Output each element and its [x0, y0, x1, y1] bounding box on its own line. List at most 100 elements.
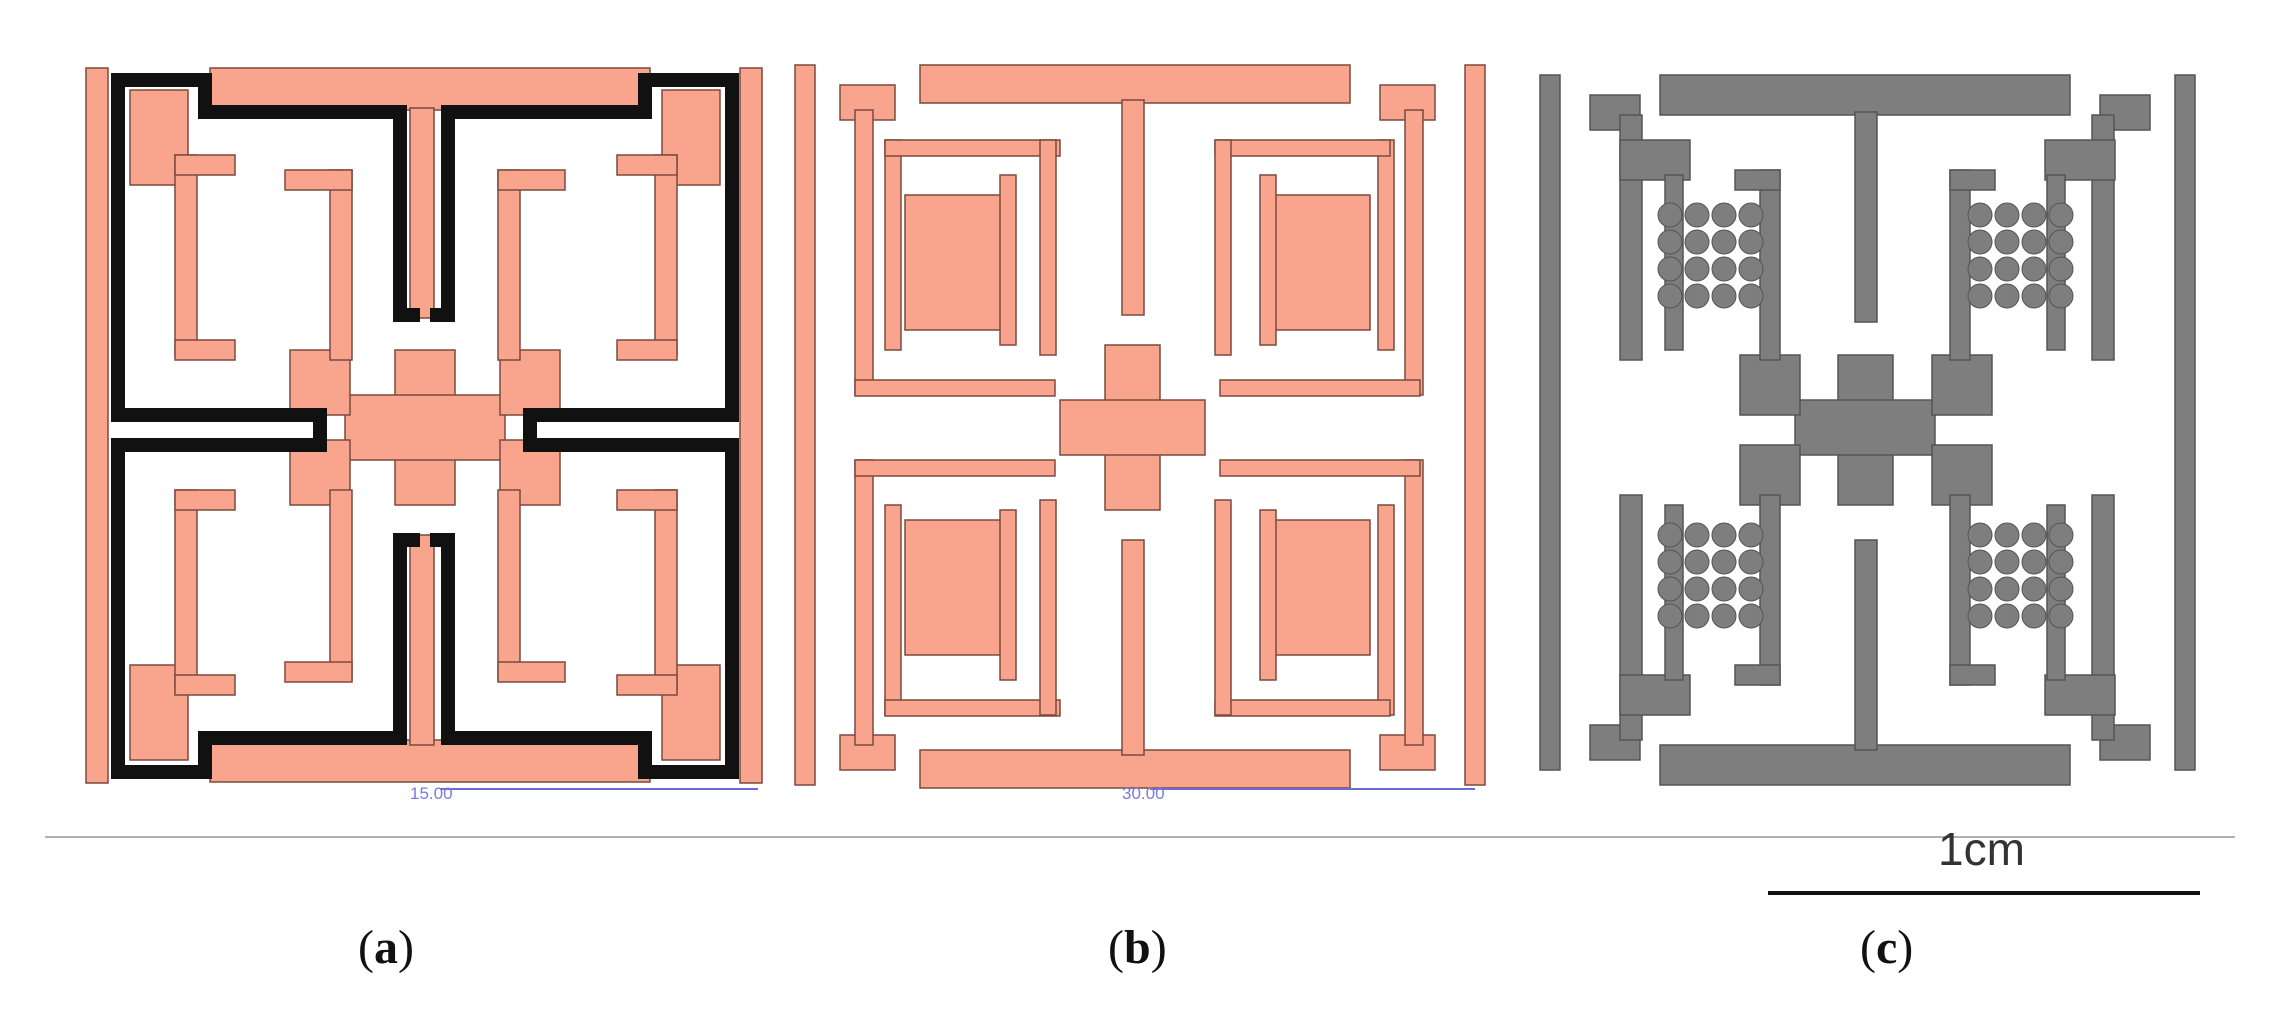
panel-c-cbracket-tl-v — [1759, 169, 1781, 361]
panel-c-dot-br — [2021, 549, 2047, 575]
panel-c-dot-tr — [2048, 256, 2074, 282]
panel-a-bracket-tr-top — [616, 154, 678, 176]
panel-b-inner-tr-v — [1377, 139, 1395, 351]
panel-c-dot-tr — [1967, 283, 1993, 309]
panel-b-bracket-br-v — [1404, 459, 1424, 746]
panel-a-outline-top-left — [111, 73, 420, 435]
panel-c-bracket-tr-h — [2044, 139, 2116, 181]
panel-b-right-bar — [1464, 64, 1486, 786]
panel-b-letter: b — [1123, 921, 1151, 974]
panel-a-bracket-tl-bot — [174, 339, 236, 361]
panel-c-dot-bl — [1657, 603, 1683, 629]
panel-b-center-cross-h — [1059, 399, 1206, 456]
panel-a-bracket-br-top — [616, 489, 678, 511]
panel-a-dimension-label: 15.00 — [410, 784, 453, 803]
panel-c-dot-br — [1994, 522, 2020, 548]
panel-c-dot-tl — [1738, 283, 1764, 309]
panel-a-bracket-tl-top — [174, 154, 236, 176]
panel-c-dot-bl — [1711, 549, 1737, 575]
panel-c-dot-tr — [1994, 202, 2020, 228]
panel-a-bracket-tr-inner — [497, 169, 521, 361]
panel-c-dot-tl — [1684, 202, 1710, 228]
panel-c-dot-bl — [1711, 576, 1737, 602]
panel-c-dot-br — [2021, 603, 2047, 629]
panel-c-dot-br — [1994, 549, 2020, 575]
panel-c-bracket-bl-h — [1619, 674, 1691, 716]
panel-a-center-arm-left — [289, 349, 351, 416]
panel-c-dot-bl — [1657, 549, 1683, 575]
panel-a-bracket-br-inner-bot — [497, 661, 566, 683]
panel-c-dot-tr — [1967, 256, 1993, 282]
panel-b-top-bar — [919, 64, 1351, 104]
panel-b-hook-tl — [1039, 139, 1057, 356]
panel-c-dot-bl — [1684, 576, 1710, 602]
panel-c-dot-br — [1967, 603, 1993, 629]
panel-c-bracket-tl-h — [1619, 139, 1691, 181]
panel-c-dot-bl — [1657, 522, 1683, 548]
panel-a-bracket-bl-inner — [329, 489, 353, 681]
panel-c-dot-tr — [2048, 202, 2074, 228]
panel-c-bottom-bar — [1659, 744, 2071, 786]
panel-b-square-tr — [1269, 194, 1371, 331]
panel-c-dot-tr — [1994, 283, 2020, 309]
panel-b-hook-bl — [1039, 499, 1057, 716]
panel-c-dot-br — [1994, 603, 2020, 629]
panel-b-bracket-tl-v — [854, 109, 874, 396]
panel-c-cbracket-tr-v — [1949, 169, 1971, 361]
panel-a-bottom-stem — [409, 534, 435, 746]
panel-a-bottom-bar — [209, 739, 651, 783]
panel-c-dot-tl — [1738, 202, 1764, 228]
panel-c-bottom-stem — [1854, 539, 1878, 751]
panel-c-cbracket-bl-bot — [1734, 664, 1781, 686]
panel-b-dimension-label: 30.00 — [1122, 784, 1165, 803]
panel-a-outline-trace — [111, 73, 739, 779]
panel-c-dot-br — [1994, 576, 2020, 602]
panel-a-bracket-br-outer — [654, 489, 678, 691]
panel-a-bracket-tl-inner-top — [284, 169, 353, 191]
panel-b-hook-br — [1214, 499, 1232, 716]
panel-c-dot-tl — [1657, 283, 1683, 309]
panel-a-bracket-tr-bot — [616, 339, 678, 361]
panel-b-inner-tl-v — [884, 139, 902, 351]
panel-c-dot-bl — [1711, 522, 1737, 548]
panel-b-hook-br2 — [1259, 509, 1277, 681]
panel-c-right-bar — [2174, 74, 2196, 771]
panel-c-top-bar — [1659, 74, 2071, 116]
panel-c-left-bar — [1539, 74, 1561, 771]
panel-b-inner-tr-h — [1214, 139, 1391, 157]
panel-b-hook-tr2 — [1259, 174, 1277, 346]
panel-c-dot-bl — [1738, 549, 1764, 575]
panel-c-cbracket-tl-top — [1734, 169, 1781, 191]
panel-c-dot-bl — [1738, 576, 1764, 602]
panel-a-resonator — [85, 67, 763, 784]
panel-c-resonator — [1539, 74, 2196, 786]
panel-a-bracket-tr-outer — [654, 154, 678, 356]
panel-b-bottom-stem — [1121, 539, 1145, 756]
panel-a-bracket-tr-inner-top — [497, 169, 566, 191]
panel-a-bracket-br-inner — [497, 489, 521, 681]
panel-c-cbracket-tr-top — [1949, 169, 1996, 191]
panel-c-dot-tl — [1711, 256, 1737, 282]
panel-a-bracket-bl-inner-bot — [284, 661, 353, 683]
panel-b-hook-tl2 — [999, 174, 1017, 346]
panel-c-dot-tr — [2021, 283, 2047, 309]
panel-c-dot-tl — [1711, 283, 1737, 309]
panel-c-dot-tl — [1657, 256, 1683, 282]
panel-b-bracket-tr-v — [1404, 109, 1424, 396]
panel-b-square-bl — [904, 519, 1006, 656]
panel-a-bracket-bl-top — [174, 489, 236, 511]
panel-a-center-cross-h — [344, 394, 506, 461]
panel-c-dot-tr — [2048, 229, 2074, 255]
panel-c-dot-bl — [1684, 549, 1710, 575]
panel-b-square-tl — [904, 194, 1006, 331]
panel-a-outline-top-right — [430, 73, 739, 435]
panel-c-dot-br — [2048, 576, 2074, 602]
panel-c-dot-bl — [1711, 603, 1737, 629]
panel-c-dot-br — [1967, 549, 1993, 575]
panel-c-caption: (c) — [1860, 921, 1914, 974]
panel-b-bracket-bl-h — [854, 459, 1056, 477]
panel-c-dot-bl — [1684, 603, 1710, 629]
panel-c-dot-tl — [1711, 202, 1737, 228]
panel-c-dot-bl — [1684, 522, 1710, 548]
panel-b-square-br — [1269, 519, 1371, 656]
